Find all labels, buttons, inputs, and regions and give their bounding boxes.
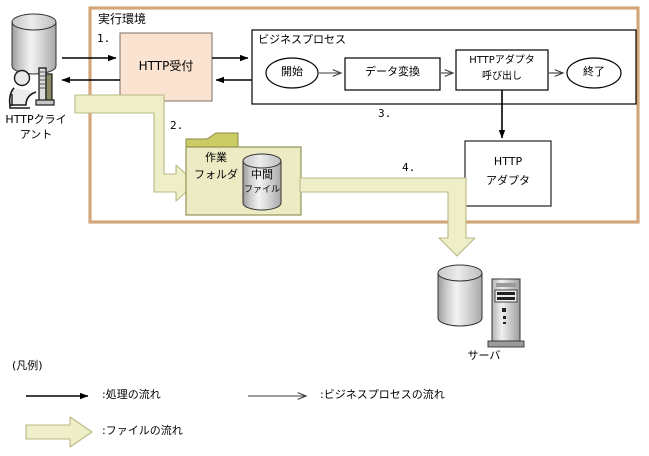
http-client-label-line2: アント: [19, 128, 53, 141]
work-folder-label-line1: 作業: [205, 151, 227, 164]
legend-title: (凡例): [12, 359, 43, 372]
step-number-2: 2.: [170, 119, 184, 132]
server-tower-icon: [487, 278, 525, 348]
business-process-title: ビジネスプロセス: [258, 33, 346, 46]
execution-environment-title: 実行環境: [98, 12, 147, 26]
server-database-icon: [437, 264, 483, 327]
http-receiver-label: HTTP受付: [138, 59, 194, 73]
intermediate-file-label-line1: 中間: [251, 168, 273, 181]
http-adapter-label-line1: HTTP: [493, 155, 523, 168]
step-number-1: 1.: [97, 32, 111, 45]
http-adapter-label-line2: アダプタ: [486, 174, 530, 187]
node-end: [566, 57, 622, 89]
business-process-box: [251, 29, 637, 105]
legend-file-flow-arrow: [25, 416, 93, 448]
node-start-label: 開始: [281, 65, 303, 78]
http-adapter-box: [464, 140, 552, 207]
legend-file-flow-label: :ファイルの流れ: [102, 424, 183, 437]
server-label: サーバ: [467, 349, 501, 362]
work-folder-shape: [185, 132, 302, 216]
file-flow-arrow-receiver-to-folder: [74, 94, 197, 202]
intermediate-file-label-line2: ファイル: [243, 185, 280, 195]
work-folder-label-line2: フォルダ: [194, 168, 238, 181]
node-adapter-call-label-line1: HTTPアダプタ: [469, 55, 535, 66]
step-number-3: 3.: [378, 107, 392, 120]
http-client-database-icon: [11, 13, 57, 75]
http-client-user-icon: [8, 67, 55, 109]
http-client-label-line1: HTTPクライ: [5, 113, 67, 126]
legend-process-flow-label: :処理の流れ: [102, 388, 161, 401]
legend-business-process-flow-label: :ビジネスプロセスの流れ: [320, 388, 445, 401]
file-flow-arrow-folder-to-server: [299, 177, 476, 257]
node-adapter-call-label-line2: 呼び出し: [482, 71, 522, 82]
node-end-label: 終了: [583, 65, 605, 78]
intermediate-file-cylinder-icon: [242, 153, 282, 211]
node-data-transform: [344, 57, 441, 91]
node-data-transform-label: データ変換: [365, 65, 420, 78]
step-number-4: 4.: [402, 161, 416, 174]
execution-environment-container: [88, 6, 640, 224]
node-start: [265, 57, 319, 89]
http-receiver-box: [119, 32, 213, 102]
